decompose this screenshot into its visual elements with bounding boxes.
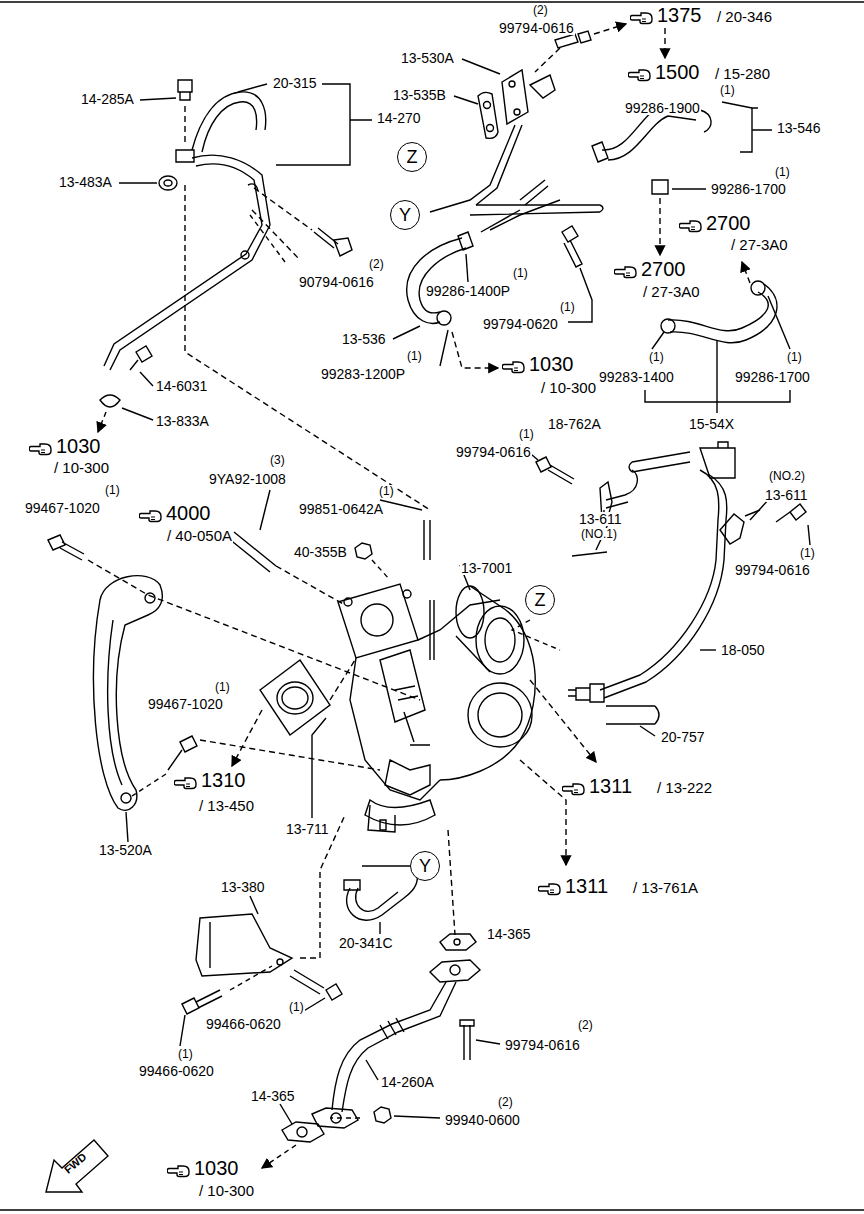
reference-number: / 10-300 (540, 380, 597, 395)
part-number: (2) (577, 1019, 594, 1031)
part-number: (1) (559, 301, 576, 313)
part-number: 20-757 (660, 730, 706, 744)
part-number: 99467-1020 (24, 501, 101, 515)
part-number: 40-355B (293, 545, 348, 559)
reference-number: / 10-300 (198, 1183, 255, 1198)
part-number: 14-365 (486, 927, 532, 941)
reference-letter: Y (419, 857, 431, 875)
reference-number: / 40-050A (166, 528, 233, 543)
part-number: (1) (288, 1001, 305, 1013)
part-number: 99283-1200P (320, 367, 406, 381)
part-number: 99467-1020 (147, 697, 224, 711)
reference-number: 1030 (193, 1158, 240, 1178)
reference-number: 4000 (165, 503, 212, 523)
part-number: (1) (774, 166, 791, 178)
part-number: 9YA92-1008 (208, 472, 287, 486)
part-number: 13-711 (285, 822, 330, 836)
part-number: (2) (497, 1096, 514, 1108)
part-number: (2) (368, 258, 385, 270)
reference-number: / 10-300 (53, 460, 110, 475)
part-number: (1) (104, 484, 121, 496)
reference-number: 1030 (528, 354, 575, 374)
part-number: (1) (177, 1048, 194, 1060)
part-number: (1) (406, 350, 423, 362)
reference-circle: Z (397, 142, 427, 172)
part-number: 90794-0616 (298, 275, 375, 289)
reference-circle: Y (390, 200, 420, 230)
reference-number: 1500 (654, 62, 701, 82)
part-number: 99794-0616 (504, 1038, 581, 1052)
reference-number: 1030 (55, 436, 102, 456)
part-number: (1) (719, 84, 736, 96)
part-number: (1) (378, 485, 395, 497)
part-number: (NO.1) (580, 528, 618, 540)
part-number: 99794-0620 (482, 317, 559, 331)
part-number: 13-546 (776, 121, 822, 135)
reference-number: / 15-280 (714, 66, 771, 81)
part-number: 15-54X (688, 417, 735, 431)
part-number: (NO.2) (768, 470, 806, 482)
reference-number: 1311 (588, 776, 633, 796)
part-number: 99286-1700 (734, 370, 811, 384)
reference-letter: Y (399, 206, 411, 224)
part-number: 99286-1700 (710, 182, 787, 196)
part-number: 20-341C (338, 936, 394, 950)
reference-number: / 27-3A0 (642, 284, 701, 299)
part-number: 99794-0616 (498, 21, 575, 35)
reference-number: / 13-761A (632, 880, 699, 895)
part-number: 18-050 (720, 643, 766, 657)
part-number: (1) (799, 547, 816, 559)
part-number: 13-611 (578, 512, 623, 526)
part-number: (1) (648, 351, 665, 363)
part-number: 14-260A (380, 1075, 435, 1089)
part-number: 13-520A (98, 843, 153, 857)
part-number: 99794-0616 (734, 563, 811, 577)
reference-letter: Z (535, 591, 546, 609)
part-number: (1) (512, 267, 529, 279)
part-number: (2) (532, 4, 549, 16)
part-number: 99286-1400P (425, 284, 511, 298)
part-number: 13-535B (392, 88, 447, 102)
part-number: 99466-0620 (205, 1017, 282, 1031)
part-number: 14-270 (376, 111, 422, 125)
part-number: 13-7001 (460, 561, 513, 575)
reference-circle: Y (410, 851, 440, 881)
part-number: 99794-0616 (455, 445, 532, 459)
reference-letter: Z (407, 148, 418, 166)
part-number: 14-6031 (155, 379, 208, 393)
part-number: 14-365 (250, 1089, 296, 1103)
part-number: 13-833A (155, 414, 210, 428)
reference-number: 1311 (564, 876, 609, 896)
reference-number: / 20-346 (716, 9, 773, 24)
part-number: 14-285A (80, 92, 135, 106)
part-number: 99851-0642A (298, 502, 384, 516)
part-number: 13-611 (764, 488, 809, 502)
part-number: (1) (518, 428, 535, 440)
reference-number: / 13-450 (198, 798, 255, 813)
part-number: 18-762A (547, 417, 602, 431)
reference-circle: Z (525, 585, 555, 615)
part-number: 13-380 (220, 880, 266, 894)
part-number: 99940-0600 (444, 1113, 521, 1127)
reference-number: 1375 (656, 5, 703, 25)
reference-number: 1310 (200, 770, 247, 790)
part-number: 13-536 (341, 332, 387, 346)
part-number: (1) (786, 351, 803, 363)
part-number: 99466-0620 (138, 1064, 215, 1078)
part-number: 20-315 (272, 76, 318, 90)
reference-number: 2700 (640, 259, 687, 279)
part-number: (1) (214, 681, 231, 693)
reference-number: / 27-3A0 (730, 237, 789, 252)
part-number: 99286-1900 (624, 101, 701, 115)
part-number: 13-530A (400, 51, 455, 65)
reference-number: / 13-222 (656, 780, 713, 795)
part-number: (3) (269, 454, 286, 466)
part-number: 99283-1400 (598, 370, 675, 384)
reference-number: 2700 (705, 213, 752, 233)
part-number: 13-483A (58, 175, 113, 189)
